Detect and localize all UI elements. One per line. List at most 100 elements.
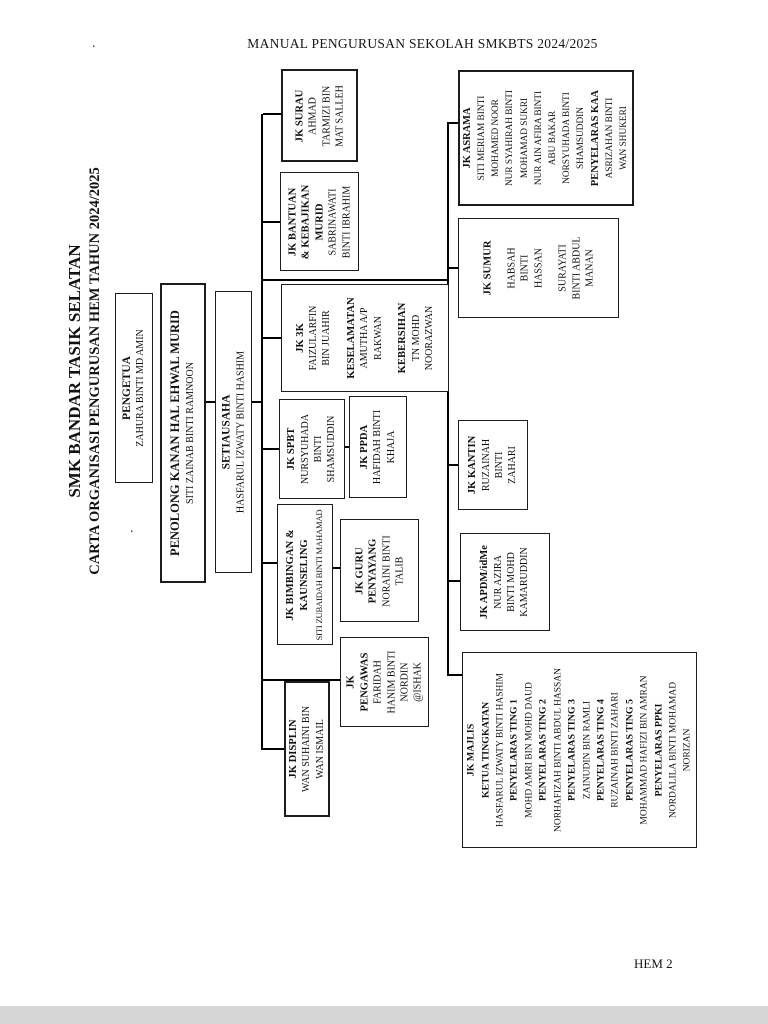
connector-stub-displin	[263, 748, 284, 750]
org-box-line: KETUA TINGKATAN	[479, 701, 491, 799]
org-box-line: HASFARUL IZWATY BINTI HASHIM	[495, 672, 506, 828]
org-box-line: JK GURU	[353, 546, 365, 595]
org-box-line: PENYELARAS TING 1	[508, 699, 520, 801]
scan-artifact-dot: .	[130, 521, 134, 536]
org-box-line: KAUNSELING	[299, 538, 310, 611]
org-box-line: ABU BAKAR	[548, 110, 558, 166]
org-box-line: RUZAINAH	[480, 438, 492, 492]
org-box-line: NORSYUHADA BINTI	[562, 92, 573, 184]
org-box-line: JK BIMBINGAN &	[285, 528, 296, 621]
org-box-line: FAIZULARFIN	[308, 305, 320, 371]
org-box-line: TN MOHD	[410, 314, 422, 362]
connector-stub-majlis	[449, 674, 462, 676]
org-box-line: WAN SUHAINI BIN	[301, 705, 313, 793]
org-box-line: NORDIN	[398, 662, 410, 702]
chart-title-subtitle: CARTA ORGANISASI PENGURUSAN HEM TAHUN 20…	[86, 166, 103, 575]
connector-setiausaha-trunk	[252, 401, 263, 403]
org-box-line: MANAN	[584, 249, 596, 287]
org-box-line: HAFIDAH BINTI	[372, 409, 384, 485]
org-box-line: & KEBAJIKAN	[300, 184, 312, 259]
org-box-line: JK 3K	[294, 323, 306, 353]
org-box-line: PENGAWAS	[358, 652, 370, 712]
org-box-line: JK PPDA	[358, 424, 370, 470]
org-box-line: PENYELARAS TING 3	[566, 699, 578, 801]
org-box-line: PENGETUA	[120, 356, 133, 420]
org-box-line: BINTI	[519, 254, 531, 282]
connector-stub-pengawas	[263, 679, 340, 681]
org-box-line: TARMIZI BIN	[320, 85, 332, 146]
org-box-line: SHAMSUDDIN	[576, 107, 587, 169]
org-box-line: NUR AIN AFIRA BINTI	[533, 90, 544, 186]
org-box-line: HANIM BINTI	[385, 650, 397, 714]
org-box-line: ZAHURA BINTI MD AMIN	[135, 329, 146, 447]
org-box-line: WAN ISMAIL	[314, 719, 326, 779]
org-box-line: PENYELARAS TING 2	[537, 699, 549, 801]
org-box-line: JK SPBT	[286, 427, 298, 471]
org-box-line: KAMARUDDIN	[519, 547, 531, 617]
org-box-line: JK	[345, 675, 357, 689]
org-box-line: BINTI ABDUL	[570, 236, 582, 300]
org-box-line: JK SUMUR	[481, 240, 493, 296]
page-footer-number: HEM 2	[634, 956, 673, 971]
org-box-line: MURID	[313, 202, 325, 241]
connector-stub-kantin	[449, 464, 458, 466]
connector-stub-asrama	[449, 122, 458, 124]
org-box-line: SHAMSUDDIN	[326, 415, 338, 483]
connector-stub-bimbingan	[263, 562, 277, 564]
chart-title: SMK BANDAR TASIK SELATAN CARTA ORGANISAS…	[58, 148, 110, 593]
org-box-line: KEBERSIHAN	[397, 302, 409, 374]
connector-stub-guru-penyayang	[333, 567, 340, 569]
org-box-line: NUR AZIRA	[492, 555, 504, 609]
viewer-page-edge	[0, 1006, 768, 1024]
org-box-line: KHAJA	[385, 430, 397, 464]
org-box-line: NURSYUHADA	[299, 414, 311, 485]
org-box-line: SETIAUSAHA	[220, 394, 233, 470]
org-box-line: WAN SHUKERI	[619, 106, 630, 170]
org-box-line: JK BANTUAN	[286, 187, 298, 256]
page-header-title: MANUAL PENGURUSAN SEKOLAH SMKBTS 2024/20…	[247, 36, 598, 51]
org-box-jk-bimbingan-kaunseling: JK BIMBINGAN &KAUNSELING SITI ZUBAIDAH BI…	[277, 504, 333, 645]
connector-stub-apdm	[449, 580, 460, 582]
org-box-line: PENYELARAS TING 4	[594, 699, 606, 801]
org-box-line: BINTI IBRAHIM	[340, 185, 352, 258]
org-box-line: MOHAMAD SUKRI	[519, 97, 530, 179]
org-box-line: RAKWAN	[372, 316, 384, 360]
org-box-line: ASRIZAHAN BINTI	[604, 97, 615, 179]
org-box-line: @ISHAK	[412, 662, 424, 702]
org-box-line: AHMAD	[307, 96, 319, 135]
connector-stub-sumur	[449, 267, 458, 269]
org-box-line: BINTI MOHD	[506, 552, 517, 612]
org-box-line: BINTI	[494, 451, 505, 479]
org-box-line: JK ASRAMA	[461, 107, 473, 169]
org-box-line: BIN JUAHIR	[321, 310, 333, 366]
connector-stub-3k	[263, 337, 281, 339]
org-box-line: HABSAH	[505, 247, 517, 289]
org-box-line: HASFARUL IZWATY BINTI HASHIM	[234, 350, 246, 514]
org-box-line: JK APDM/idMe	[479, 545, 491, 619]
org-box-line: MAT SALLEH	[333, 84, 345, 147]
connector-cross-to-trunk2	[263, 279, 449, 281]
org-box-line: NOORAZWAN	[423, 305, 435, 371]
connector-stub-surau	[263, 113, 281, 115]
org-box-line: PENYELARAS TING 5	[623, 699, 635, 801]
connector-stub-spbt	[263, 448, 279, 450]
org-box-line: ZAINUDIN BIN RAMLI	[581, 700, 592, 800]
org-box-line: AMUTHA A/P	[359, 307, 371, 369]
org-box-line: SITI MERIAM BINTI	[476, 95, 487, 181]
org-box-line: SITI ZUBAIDAH BINTI MAHAMAD	[314, 509, 324, 640]
org-box-line: ZAHARI	[507, 446, 519, 484]
org-box-line: RUZAINAH BINTI ZAHARI	[610, 692, 621, 808]
org-box-line: MOHAMMAD HAFIZI BIN AMRAN	[639, 675, 650, 825]
